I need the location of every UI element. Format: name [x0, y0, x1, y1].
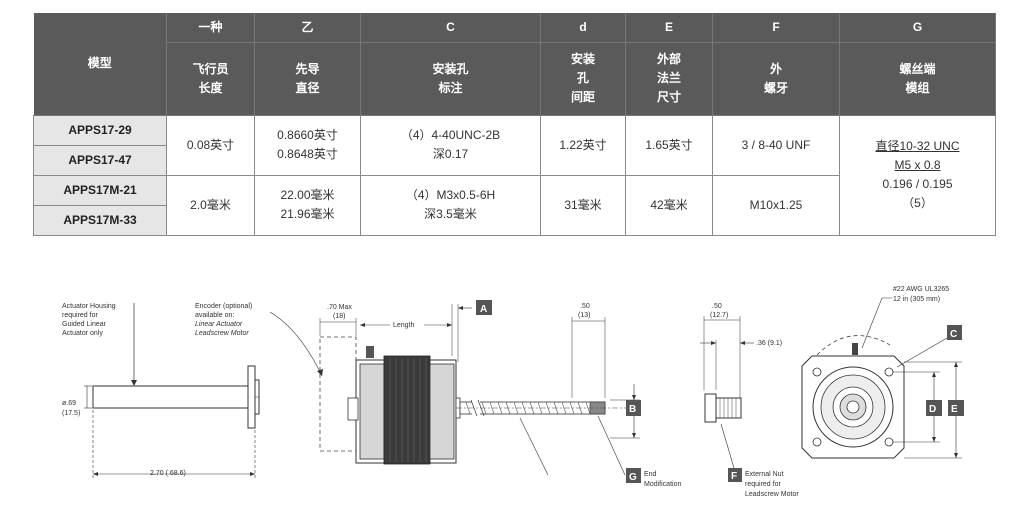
hole-spacing-inch: 1.22英寸 [540, 114, 626, 176]
col-letter-c: C [360, 13, 541, 43]
label-g: G [629, 472, 637, 483]
flange-size-inch: 1.65英寸 [625, 114, 713, 176]
label-c: C [950, 329, 957, 340]
actuator-housing-drawing: Actuator Housing required for Guided Lin… [62, 303, 260, 478]
col-letter-e: E [625, 13, 713, 43]
model-cell: APPS17-47 [33, 144, 167, 176]
pilot-length-metric: 2.0毫米 [166, 174, 255, 236]
col-header-pilot-length: 飞行员长度 [166, 42, 255, 116]
max-dim-label: .70 Max (18) [327, 304, 354, 320]
col-letter-g: G [839, 13, 996, 43]
model-cell: APPS17M-33 [33, 204, 167, 236]
motor-front-view: #22 AWG UL3265 12 in (305 mm) C D [801, 286, 964, 459]
pilot-length-inch: 0.08英寸 [166, 114, 255, 176]
wire-note: #22 AWG UL3265 12 in (305 mm) [893, 286, 951, 303]
thread-inch: 3 / 8-40 UNF [712, 114, 840, 176]
col-letter-b: 乙 [254, 13, 361, 43]
label-e: E [951, 404, 958, 415]
col-header-hole-spacing: 安装孔间距 [540, 42, 626, 116]
col-letter-f: F [712, 13, 840, 43]
screw-dim-label: .50 (13) [578, 303, 592, 319]
label-f: F [731, 471, 737, 482]
motor-side-view: Encoder (optional) available on: Linear … [195, 300, 681, 488]
col-header-pilot-diameter: 先导直径 [254, 42, 361, 116]
encoder-note: Encoder (optional) available on: Linear … [195, 303, 254, 337]
housing-note: Actuator Housing required for Guided Lin… [62, 303, 118, 337]
nut-dim-label: .50 (12.7) [710, 303, 728, 319]
thread-metric: M10x1.25 [712, 174, 840, 236]
model-cell: APPS17M-21 [33, 174, 167, 206]
external-nut-drawing: .50 (12.7) .36 (9.1) F External Nut requ… [700, 303, 799, 498]
label-b: B [629, 404, 636, 415]
col-letter-a: 一种 [166, 13, 255, 43]
length-label: Length [393, 322, 415, 329]
housing-dia-label: ø.69 (17.5) [62, 400, 80, 417]
label-a: A [480, 304, 487, 315]
model-header: 模型 [33, 13, 167, 116]
external-nut-note: External Nut required for Leadscrew Moto… [745, 471, 799, 498]
spec-table: 模型 一种 乙 C d E F G 飞行员长度 先导直径 安装孔标注 安装孔间距… [33, 13, 996, 236]
col-header-flange-size: 外部法兰尺寸 [625, 42, 713, 116]
label-d: D [929, 404, 936, 415]
flange-size-metric: 42毫米 [625, 174, 713, 236]
model-cell: APPS17-29 [33, 114, 167, 146]
nut-thread-dim: .36 (9.1) [756, 340, 782, 347]
screw-end-cell: 直径10-32 UNC M5 x 0.8 0.196 / 0.195 （5） [839, 114, 996, 236]
housing-length-label: 2.70 ( 68.6) [150, 470, 186, 477]
end-mod-note: End Modification [644, 471, 681, 488]
col-letter-d: d [540, 13, 626, 43]
col-header-thread: 外螺牙 [712, 42, 840, 116]
col-header-screw-end: 螺丝端模组 [839, 42, 996, 116]
